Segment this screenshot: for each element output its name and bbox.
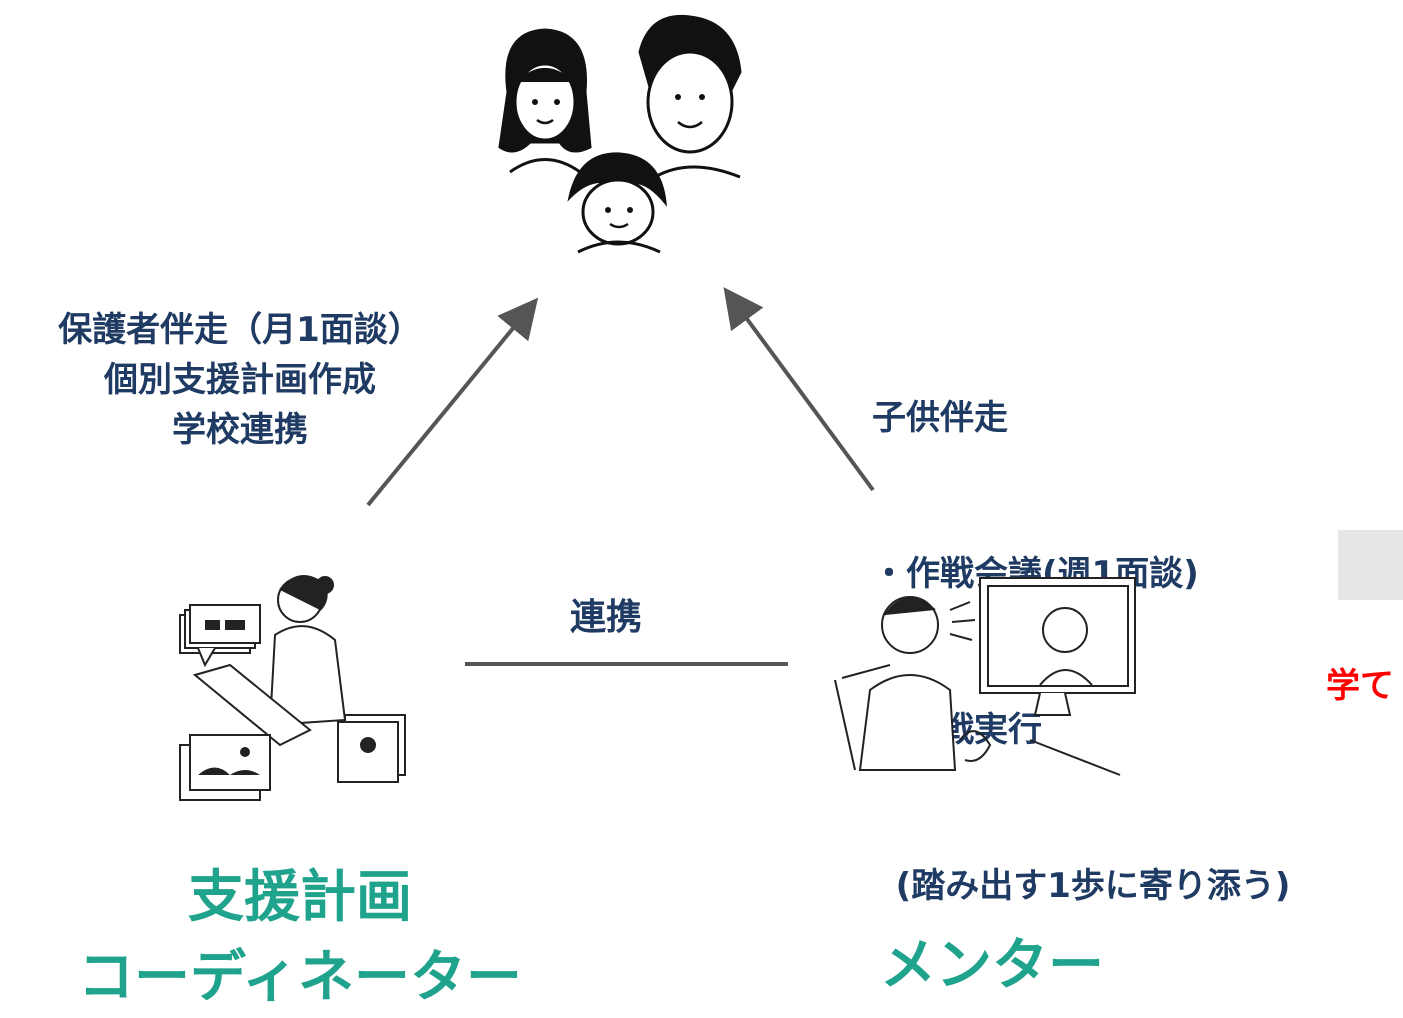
arrow-mentor-to-family [723, 287, 875, 492]
label-line: 支援計画 [188, 865, 412, 930]
note-line: (踏み出す1歩に寄り添う) [872, 866, 1291, 906]
family-illustration [498, 14, 742, 254]
note-line: 子供伴走 [872, 398, 1008, 438]
note-line: 学校連携 [172, 410, 308, 450]
mentor-illustration [834, 577, 1136, 776]
note-line: 個別支援計画作成 [104, 360, 376, 400]
grey-box [1338, 530, 1403, 600]
cropped-red-text: 学て [1326, 666, 1394, 706]
note-line: 保護者伴走（月1面談） [58, 310, 422, 350]
link-label: 連携 [570, 597, 643, 638]
parent-support-note: 保護者伴走（月1面談） 個別支援計画作成 学校連携 [10, 305, 470, 455]
label-line: コーディネーター [77, 945, 523, 1010]
arrow-coordinator-to-family [366, 297, 539, 507]
coordinator-illustration [179, 575, 406, 801]
mentor-label: メンター [880, 933, 1104, 998]
coordinator-label: 支援計画 コーディネーター [40, 858, 560, 1018]
